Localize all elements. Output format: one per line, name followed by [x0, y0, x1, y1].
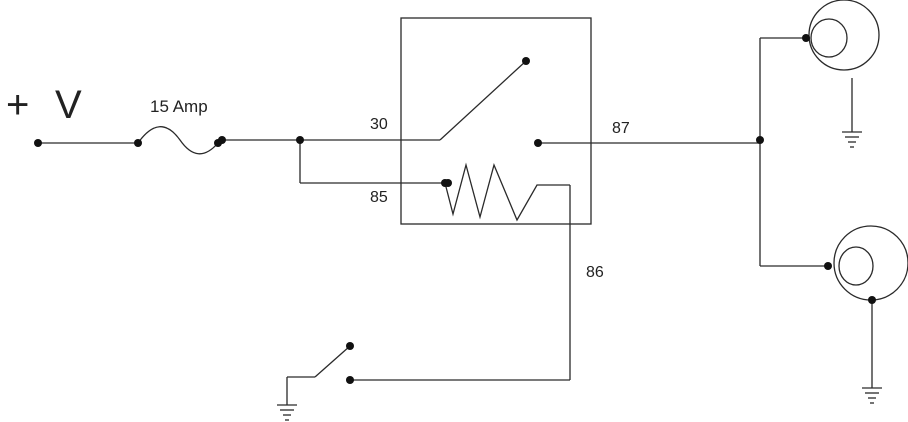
- node-relay-nc: [522, 57, 530, 65]
- switch: [286, 345, 351, 405]
- switch-arm: [314, 345, 351, 378]
- node-lamp-top: [802, 34, 810, 42]
- node-lamp-bottom: [824, 262, 832, 270]
- connection-nodes: [34, 34, 876, 384]
- lamp-top-outer: [808, 0, 880, 71]
- node-switch-bottom: [346, 376, 354, 384]
- node-branch: [296, 136, 304, 144]
- supply-v-label: V: [55, 83, 82, 127]
- ground-symbol-switch: [277, 404, 297, 421]
- ground-symbol-lamp-top: [842, 131, 862, 148]
- node-lamp-bus: [756, 136, 764, 144]
- supply-plus-label: +: [6, 83, 29, 127]
- node-pin87: [534, 139, 542, 147]
- fuse: 15 Amp: [137, 97, 219, 155]
- node-supply: [34, 139, 42, 147]
- lamp-top: [808, 0, 880, 132]
- ground-symbol-lamp-bottom: [862, 387, 882, 404]
- fuse-label: 15 Amp: [150, 97, 208, 116]
- lamp-bottom-inner: [838, 246, 874, 286]
- node-pin85-b: [444, 179, 452, 187]
- lamp-bottom-outer: [833, 225, 908, 301]
- node-fuse-in: [134, 139, 142, 147]
- lamp-bottom: [833, 225, 908, 388]
- lamp-top-inner: [810, 18, 848, 58]
- node-lamp-bottom-ground: [868, 296, 876, 304]
- pin-85-label: 85: [370, 189, 388, 206]
- relay-switch-arm: [439, 60, 527, 141]
- fuse-element: [137, 126, 219, 155]
- node-fuse-out-b: [218, 136, 226, 144]
- node-switch-top: [346, 342, 354, 350]
- pin-86-label: 86: [586, 264, 604, 281]
- pin-30-label: 30: [370, 116, 388, 133]
- relay-box: [400, 17, 592, 225]
- pin-87-label: 87: [612, 120, 630, 137]
- relay-coil: [444, 162, 570, 222]
